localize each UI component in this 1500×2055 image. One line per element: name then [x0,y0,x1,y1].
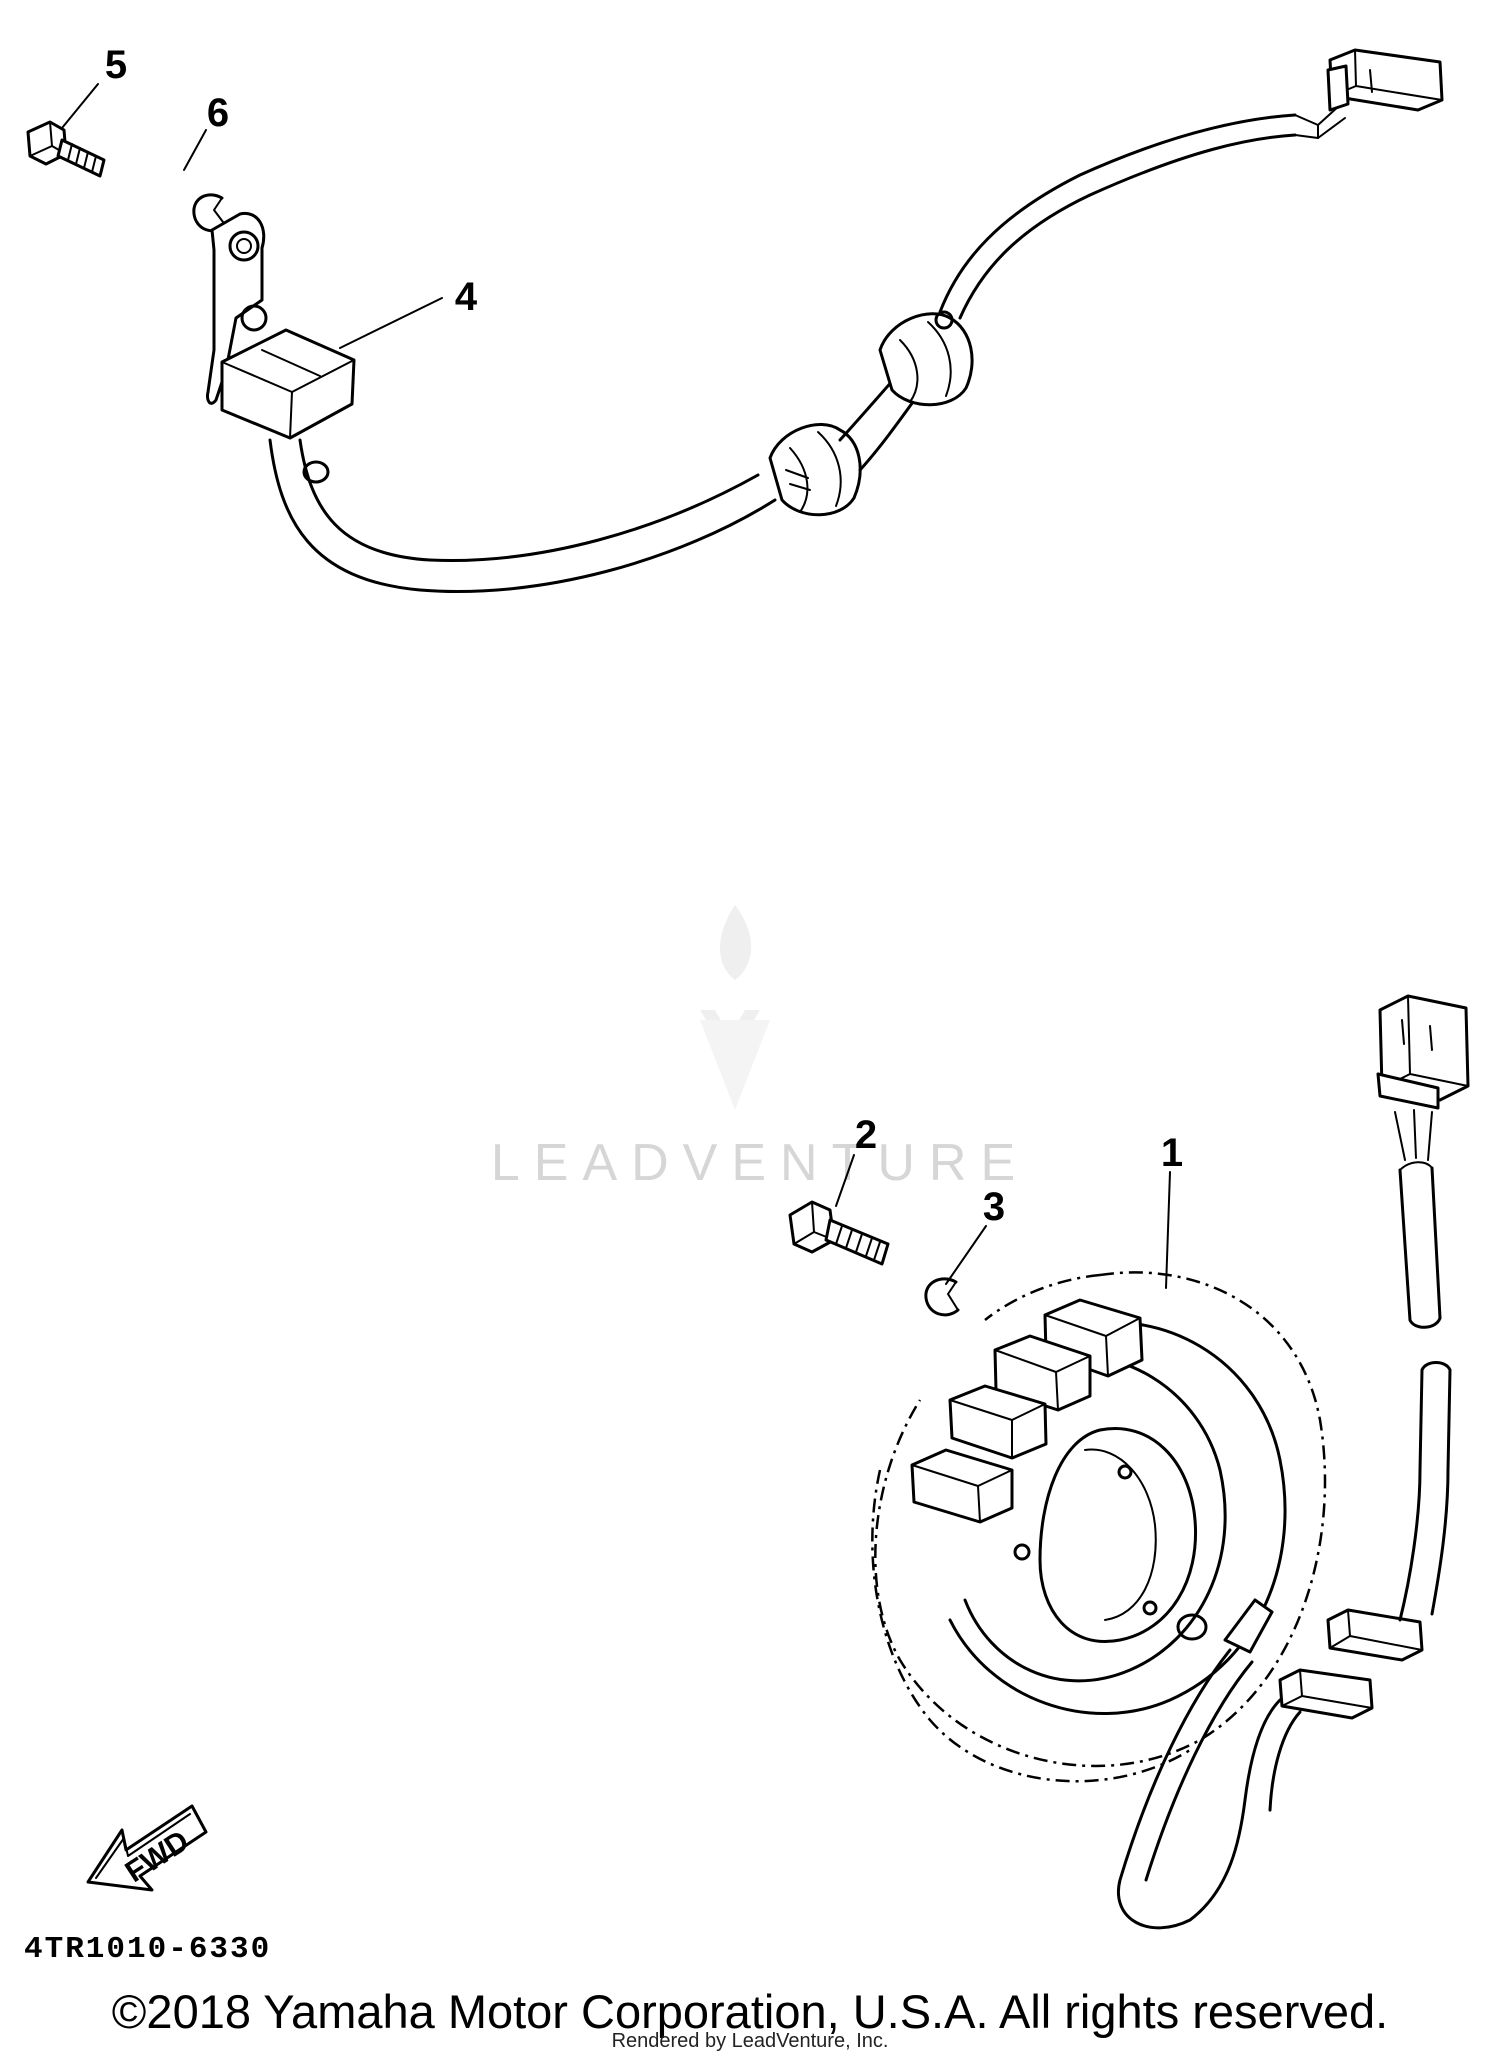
leader-lines [61,83,1171,1289]
leadventure-watermark-logo [700,905,770,1110]
diagram-part-code: 4TR1010-6330 [24,1932,272,1967]
callout-6: 6 [207,91,229,135]
part-2-bolt [788,1200,890,1266]
callout-5: 5 [105,43,127,87]
part-4-pickup-coil-assembly [206,48,1444,594]
callout-3: 3 [983,1185,1005,1229]
copyright-notice: ©2018 Yamaha Motor Corporation, U.S.A. A… [111,1985,1389,2038]
watermark-text: LEADVENTURE [491,1134,1029,1192]
part-5-bolt [26,120,106,178]
callout-1: 1 [1161,1131,1183,1175]
part-1-stator-assembly [871,994,1470,1930]
fwd-arrow: FWD [86,1804,208,1892]
rendered-by-credit: Rendered by LeadVenture, Inc. [611,2030,889,2052]
fwd-label: FWD [120,1824,195,1889]
callout-4: 4 [455,275,478,319]
callout-2: 2 [855,1113,877,1157]
part-3-clip [924,1277,960,1317]
